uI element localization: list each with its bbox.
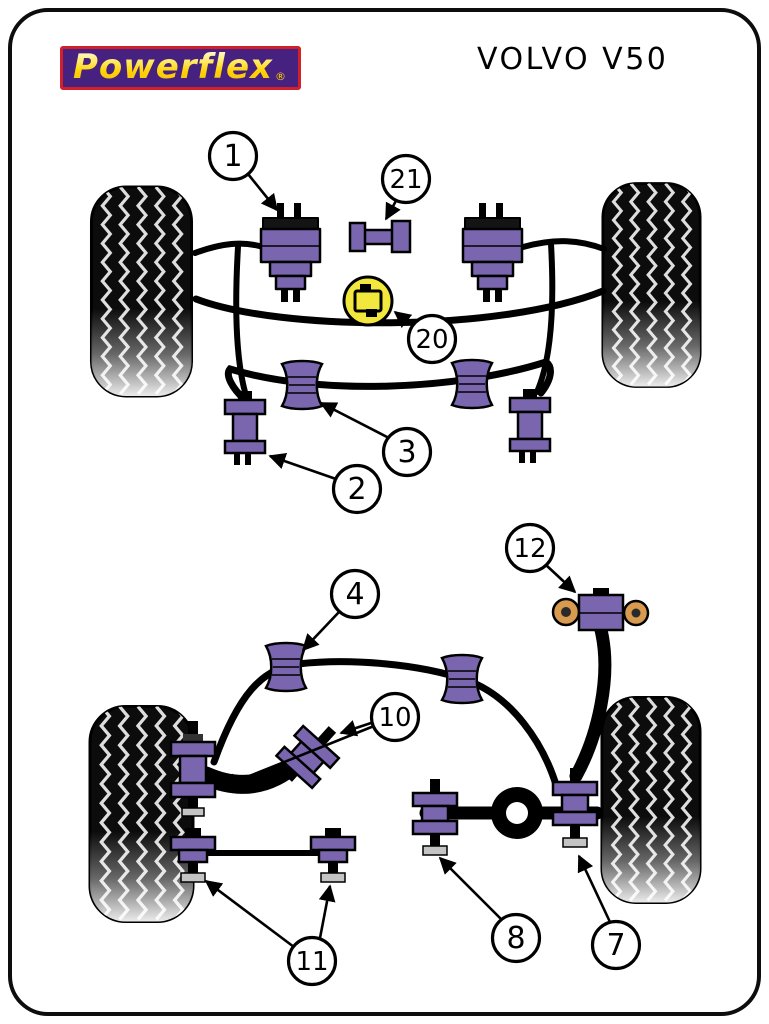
tire-rear-left <box>90 706 193 921</box>
callout-1-arrow <box>246 173 279 212</box>
callout-8: 8 <box>438 856 542 964</box>
rear-upper-link <box>551 588 650 632</box>
tire-front-left <box>91 187 191 396</box>
callout-2-arrow <box>268 453 337 481</box>
callout-10-circle <box>369 691 421 743</box>
callout-11: 11 <box>204 879 338 987</box>
callout-4-label: 4 <box>345 577 364 612</box>
rear-anti-roll-bar <box>210 658 561 792</box>
callout-20-arrow <box>393 310 415 329</box>
callout-21-label: 21 <box>389 165 422 195</box>
powerflex-logo: Powerflex® <box>60 46 301 90</box>
callout-1: 1 <box>207 130 279 212</box>
tire-front-right <box>603 184 700 387</box>
callout-12-arrow <box>545 564 577 594</box>
callout-11-arrow-right <box>318 884 336 939</box>
callout-3: 3 <box>319 401 433 478</box>
callout-21-arrow <box>384 198 401 221</box>
tie-bar-bush-left <box>223 391 267 465</box>
callout-20: 20 <box>393 310 458 365</box>
trailing-arm-bush <box>274 724 341 790</box>
callout-3-label: 3 <box>397 435 416 470</box>
callout-11-arrow-left <box>204 879 295 949</box>
callout-4-circle <box>329 568 381 620</box>
callout-20-label: 20 <box>415 325 448 355</box>
callout-10-label: 10 <box>378 703 411 733</box>
callout-12-circle <box>504 522 556 574</box>
rear-arb-bush-left <box>264 641 308 693</box>
front-arm-left <box>192 240 266 256</box>
callout-11-circle <box>286 935 338 987</box>
callout-1-circle <box>207 130 259 182</box>
vehicle-title: VOLVO V50 <box>477 42 669 77</box>
callout-21: 21 <box>380 153 432 221</box>
tire-rear-right <box>602 698 700 903</box>
powerflex-logo-text: Powerflex <box>73 47 273 87</box>
rear-arb-bush-right <box>440 653 484 705</box>
front-arb-bush-left <box>280 359 324 411</box>
lower-bar-bush-right <box>309 828 357 883</box>
front-suspension-diagram: 1 21 20 3 2 <box>91 130 700 515</box>
front-arm-right <box>520 238 607 252</box>
front-subframe-linework <box>192 238 607 404</box>
front-link-left <box>233 244 248 395</box>
registered-trademark: ® <box>274 70 286 83</box>
front-crossmember <box>192 287 607 327</box>
engine-mount-right <box>461 203 524 302</box>
trailing-arm-front-bush <box>169 721 217 817</box>
front-link-right <box>534 241 556 395</box>
callout-10-arrow-short <box>339 720 375 737</box>
callout-4-arrow <box>301 611 340 652</box>
engine-mount-left <box>259 203 322 302</box>
callout-2-circle <box>331 463 383 515</box>
lower-arm-bush-outer <box>551 768 599 848</box>
tie-bar-bush-right <box>508 389 552 463</box>
callout-4: 4 <box>301 568 381 652</box>
callout-2-label: 2 <box>347 472 366 507</box>
lower-bar-bush-left <box>169 828 217 883</box>
rear-linework <box>196 623 612 856</box>
lower-arm-bush-inner <box>411 779 459 856</box>
callout-7-label: 7 <box>606 928 625 963</box>
callout-20-circle <box>406 313 458 365</box>
callout-8-label: 8 <box>506 921 525 956</box>
callout-10: 10 <box>220 691 421 790</box>
callout-7-circle <box>590 919 642 971</box>
front-arb-bush-right <box>450 358 494 410</box>
spring-seat-ring <box>491 787 543 839</box>
rear-upper-link-arm <box>569 623 612 783</box>
callout-1-label: 1 <box>223 139 242 174</box>
callout-2: 2 <box>268 453 383 515</box>
callout-12: 12 <box>504 522 577 594</box>
steering-rack-clamp <box>342 275 394 327</box>
callout-8-circle <box>490 912 542 964</box>
callout-3-arrow <box>319 401 390 440</box>
front-anti-roll-bar <box>224 358 554 404</box>
callout-7-arrow <box>577 854 612 923</box>
callout-11-label: 11 <box>295 947 328 977</box>
callout-7: 7 <box>577 854 642 971</box>
rear-suspension-diagram: 12 4 10 11 8 <box>90 522 700 987</box>
callout-12-label: 12 <box>513 534 546 564</box>
callout-3-circle <box>381 426 433 478</box>
callout-8-arrow <box>438 856 503 921</box>
dogbone-mount <box>348 219 412 254</box>
callout-21-circle <box>380 153 432 205</box>
